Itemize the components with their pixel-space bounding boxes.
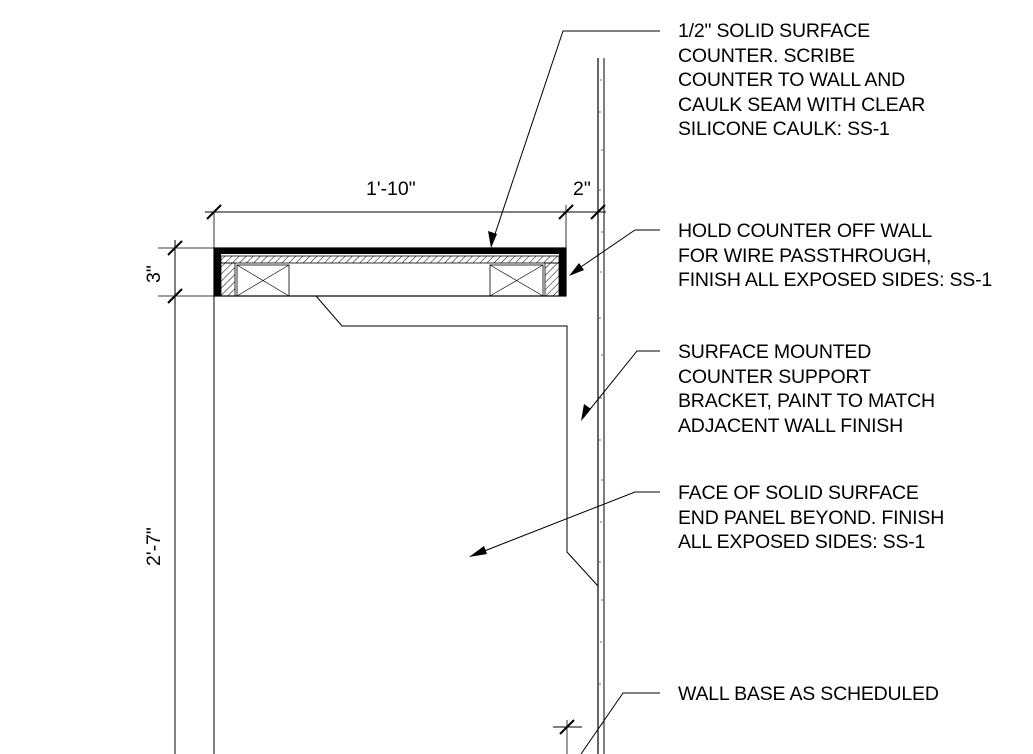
note-line: BRACKET, PAINT TO MATCH xyxy=(678,390,935,412)
note-wire-passthrough: HOLD COUNTER OFF WALL FOR WIRE PASSTHROU… xyxy=(678,219,992,293)
support-bracket xyxy=(315,295,599,587)
counter-section xyxy=(213,247,567,297)
note-wall-base: WALL BASE AS SCHEDULED xyxy=(678,682,939,707)
leaders xyxy=(473,30,660,754)
note-line: SILICONE CAULK: SS-1 xyxy=(678,118,890,140)
note-line: 1/2" SOLID SURFACE xyxy=(678,20,870,42)
dimension-lines xyxy=(158,204,606,754)
note-line: SURFACE MOUNTED xyxy=(678,341,872,363)
note-line: COUNTER. SCRIBE xyxy=(678,44,855,67)
height-dimension-label: 2'-7" xyxy=(143,527,165,566)
width-dimension-label: 1'-10" xyxy=(366,178,416,200)
note-support-bracket: SURFACE MOUNTED COUNTER SUPPORT BRACKET,… xyxy=(678,340,935,438)
note-line: ADJACENT WALL FINISH xyxy=(678,414,903,437)
gap-dimension-label: 2" xyxy=(573,178,591,200)
note-line: COUNTER SUPPORT xyxy=(678,365,871,388)
note-line: HOLD COUNTER OFF WALL xyxy=(678,220,933,242)
note-end-panel: FACE OF SOLID SURFACE END PANEL BEYOND. … xyxy=(678,481,944,555)
wall xyxy=(597,58,605,754)
note-line: CAULK SEAM WITH CLEAR xyxy=(678,93,926,116)
leader-arrowheads xyxy=(469,231,591,557)
note-line: FACE OF SOLID SURFACE xyxy=(678,482,919,504)
thickness-dimension-label: 3" xyxy=(143,265,165,283)
note-line: FOR WIRE PASSTHROUGH, xyxy=(678,244,932,267)
note-line: WALL BASE AS SCHEDULED xyxy=(678,683,939,705)
note-line: ALL EXPOSED SIDES: SS-1 xyxy=(678,531,926,553)
note-counter: 1/2" SOLID SURFACE COUNTER. SCRIBE COUNT… xyxy=(678,19,925,142)
note-line: FINISH ALL EXPOSED SIDES: SS-1 xyxy=(678,269,993,291)
note-line: COUNTER TO WALL AND xyxy=(678,69,905,91)
note-line: END PANEL BEYOND. FINISH xyxy=(678,506,945,529)
